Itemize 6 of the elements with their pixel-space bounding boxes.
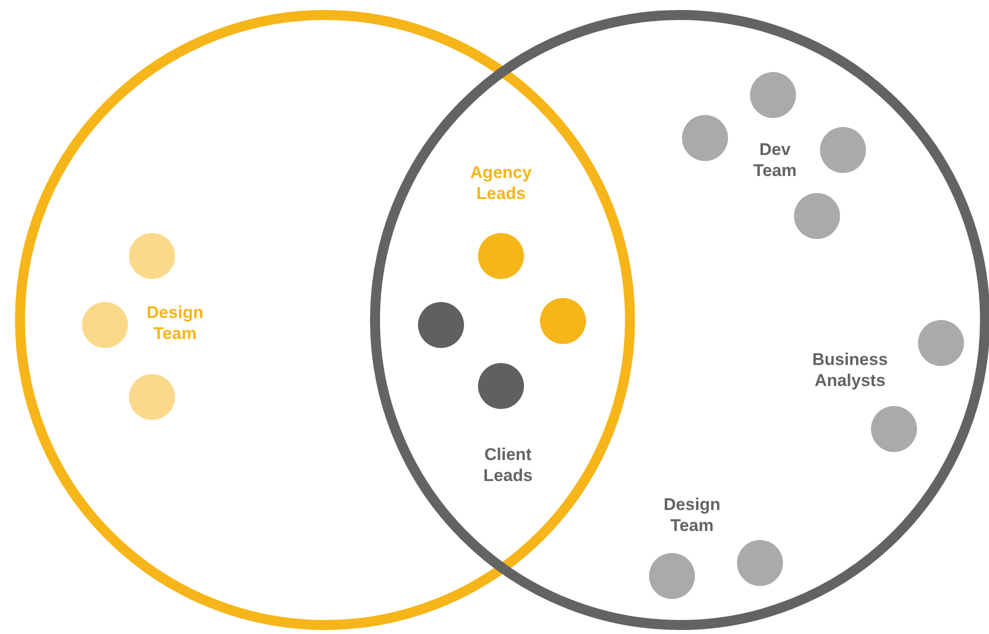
group-label: Client Leads	[482, 444, 534, 486]
group-label: Design Team	[662, 494, 722, 536]
group-label: Design Team	[146, 302, 204, 344]
group-label: Agency Leads	[469, 162, 533, 204]
group-label: Business Analysts	[811, 349, 889, 391]
group-label: Dev Team	[752, 139, 798, 181]
